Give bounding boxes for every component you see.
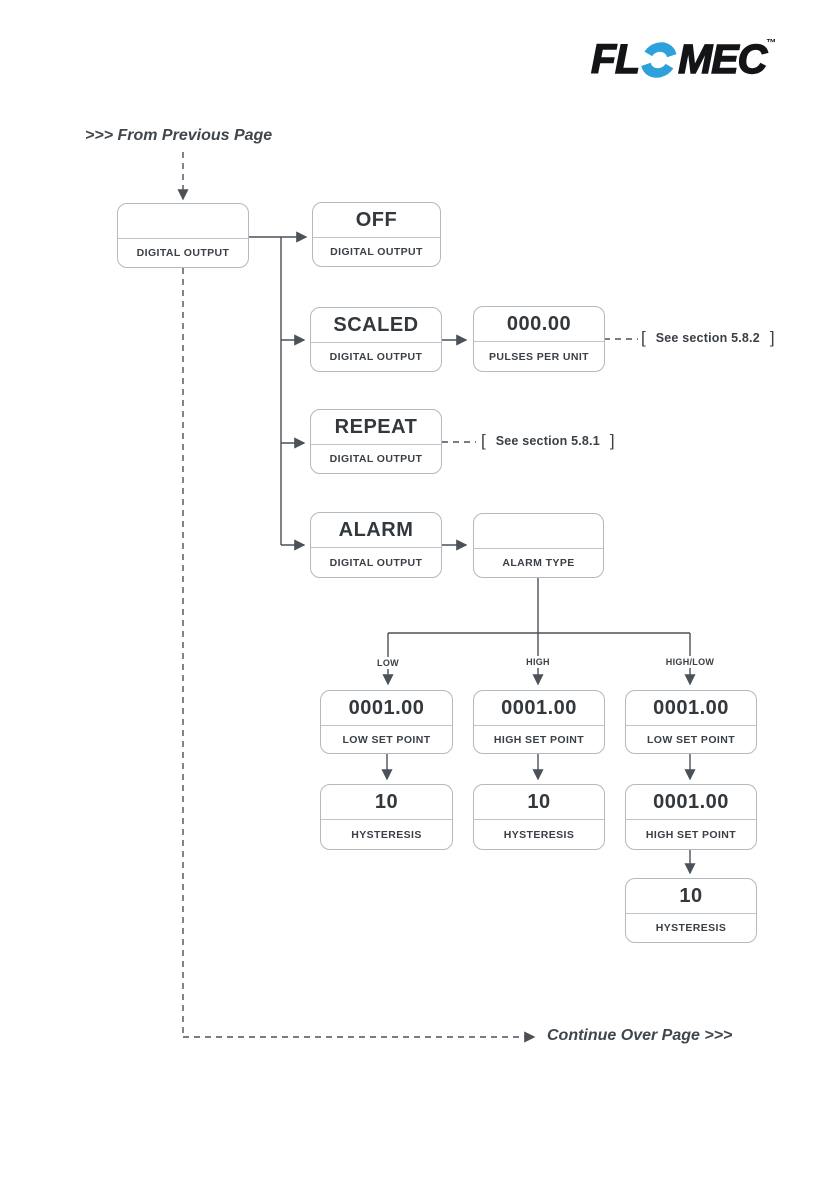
box-label: HYSTERESIS: [503, 828, 575, 841]
box-high-set-point: 0001.00 HIGH SET POINT: [473, 690, 605, 754]
box-title: 0001.00: [474, 691, 604, 726]
from-previous-page-note: >>> From Previous Page: [85, 127, 273, 144]
branch-label-high: HIGH: [522, 656, 554, 668]
box-label: DIGITAL OUTPUT: [329, 556, 423, 569]
box-title: ALARM: [311, 513, 441, 548]
flomec-logo: FL MEC ™: [590, 35, 776, 82]
bracket-close: ]: [609, 431, 615, 450]
box-hysteresis-high: 10 HYSTERESIS: [473, 784, 605, 850]
logo-text-right: MEC: [677, 35, 768, 82]
box-pulses-per-unit: 000.00 PULSES PER UNIT: [473, 306, 605, 372]
branch-label-low: LOW: [373, 657, 403, 669]
box-digital-output-root: DIGITAL OUTPUT: [117, 203, 249, 268]
box-repeat: REPEAT DIGITAL OUTPUT: [310, 409, 442, 474]
box-hysteresis-low: 10 HYSTERESIS: [320, 784, 453, 850]
see-section-582-text: See section 5.8.2: [655, 331, 760, 345]
logo-trademark: ™: [766, 38, 776, 49]
bracket-open: [: [641, 328, 646, 347]
box-title: 10: [474, 785, 604, 820]
box-hl-high-set-point: 0001.00 HIGH SET POINT: [625, 784, 757, 850]
box-hysteresis-high-low: 10 HYSTERESIS: [625, 878, 757, 943]
box-label: PULSES PER UNIT: [489, 350, 589, 363]
box-title: [118, 204, 248, 239]
box-title: 000.00: [474, 307, 604, 342]
box-alarm: ALARM DIGITAL OUTPUT: [310, 512, 442, 578]
box-hl-low-set-point: 0001.00 LOW SET POINT: [625, 690, 757, 754]
see-section-581-text: See section 5.8.1: [495, 434, 600, 448]
branch-label-high-low: HIGH/LOW: [661, 656, 719, 668]
box-title: 0001.00: [626, 785, 756, 820]
box-label: DIGITAL OUTPUT: [330, 246, 423, 258]
box-label: DIGITAL OUTPUT: [329, 453, 423, 465]
box-alarm-type: ALARM TYPE: [473, 513, 604, 578]
box-off: OFF DIGITAL OUTPUT: [312, 202, 441, 267]
box-title: 10: [321, 785, 452, 820]
box-title: 0001.00: [321, 691, 452, 726]
box-title: [474, 514, 603, 549]
box-label: DIGITAL OUTPUT: [329, 351, 423, 363]
box-label: DIGITAL OUTPUT: [136, 247, 230, 259]
see-section-582-note: [ See section 5.8.2 ]: [641, 328, 775, 348]
box-scaled: SCALED DIGITAL OUTPUT: [310, 307, 442, 372]
box-label: HIGH SET POINT: [493, 733, 585, 746]
box-low-set-point: 0001.00 LOW SET POINT: [320, 690, 453, 754]
logo-text-left: FL: [590, 35, 640, 82]
box-label: ALARM TYPE: [502, 557, 575, 569]
box-label: LOW SET POINT: [342, 733, 431, 746]
box-label: LOW SET POINT: [646, 733, 736, 746]
box-title: 10: [626, 879, 756, 914]
box-title: OFF: [313, 203, 440, 238]
bracket-open: [: [481, 431, 486, 450]
box-label: HYSTERESIS: [351, 828, 422, 841]
see-section-581-note: [ See section 5.8.1 ]: [481, 431, 615, 451]
box-title: REPEAT: [311, 410, 441, 445]
continue-over-page-note: Continue Over Page >>>: [547, 1027, 733, 1044]
box-label: HYSTERESIS: [655, 922, 727, 934]
bracket-close: ]: [769, 328, 775, 347]
box-title: 0001.00: [626, 691, 756, 726]
box-label: HIGH SET POINT: [645, 828, 737, 841]
flomec-o-icon: [641, 42, 677, 78]
box-title: SCALED: [311, 308, 441, 343]
